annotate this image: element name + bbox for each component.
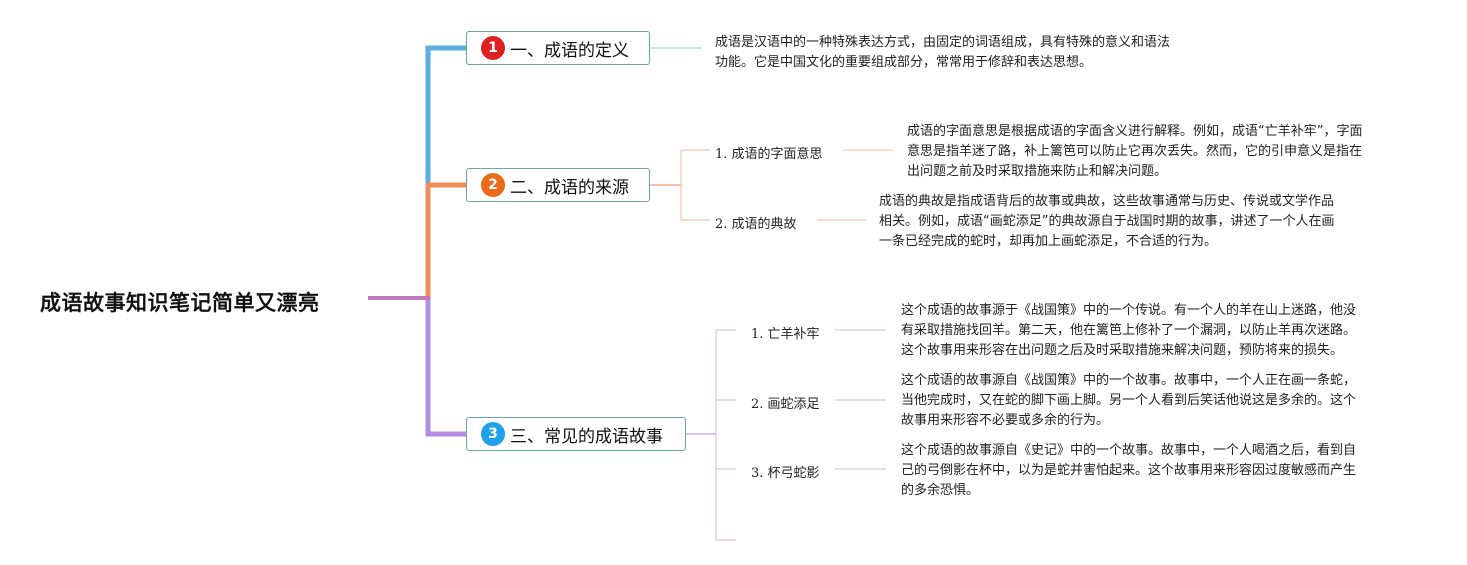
branch-3-connector xyxy=(425,298,468,437)
branch-common-stories[interactable]: 3 三、常见的成语故事 xyxy=(466,417,686,451)
beigong-sheying-note: 这个成语的故事源自《史记》中的一个故事。故事中，一个人喝酒之后，看到自 己的弓倒… xyxy=(901,443,1357,498)
branch-definition-label: 一、成语的定义 xyxy=(510,40,629,61)
wangyang-bulao-note: 这个成语的故事源于《战国策》中的一个传说。有一个人的羊在山上迷路，他没 有采取措… xyxy=(901,303,1357,358)
definition-note: 成语是汉语中的一种特殊表达方式，由固定的词语组成，具有特殊的意义和语法 功能。它… xyxy=(715,35,1171,70)
huashe-tianzu-note: 这个成语的故事源自《战国策》中的一个故事。故事中，一个人正在画一条蛇， 当他完成… xyxy=(901,373,1357,428)
badge-1-icon: 1 xyxy=(481,36,505,60)
subtopic-wangyang-bulao[interactable]: 1. 亡羊补牢 xyxy=(751,327,820,342)
allusion-note: 成语的典故是指成语背后的故事或典故，这些故事通常与历史、传说或文学作品 相关。例… xyxy=(879,194,1335,249)
branch-origin[interactable]: 2 二、成语的来源 xyxy=(466,168,650,202)
branch-origin-label: 二、成语的来源 xyxy=(510,177,629,198)
literal-meaning-note: 成语的字面意思是根据成语的字面含义进行解释。例如，成语“亡羊补牢”，字面 意思是… xyxy=(907,124,1363,179)
branch-3-fork xyxy=(715,330,736,541)
branch-1-connector xyxy=(425,45,468,298)
root-topic[interactable]: 成语故事知识笔记简单又漂亮 xyxy=(40,291,320,315)
subtopic-literal-meaning[interactable]: 1. 成语的字面意思 xyxy=(715,147,823,162)
badge-2-icon: 2 xyxy=(481,173,505,197)
branch-common-stories-label: 三、常见的成语故事 xyxy=(510,426,663,447)
subtopic-beigong-sheying[interactable]: 3. 杯弓蛇影 xyxy=(751,466,820,481)
subtopic-huashe-tianzu[interactable]: 2. 画蛇添足 xyxy=(751,397,820,412)
subtopic-allusion[interactable]: 2. 成语的典故 xyxy=(715,217,797,232)
branch-2-connector xyxy=(425,182,468,298)
branch-definition[interactable]: 1 一、成语的定义 xyxy=(466,31,650,65)
badge-3-icon: 3 xyxy=(481,422,505,446)
